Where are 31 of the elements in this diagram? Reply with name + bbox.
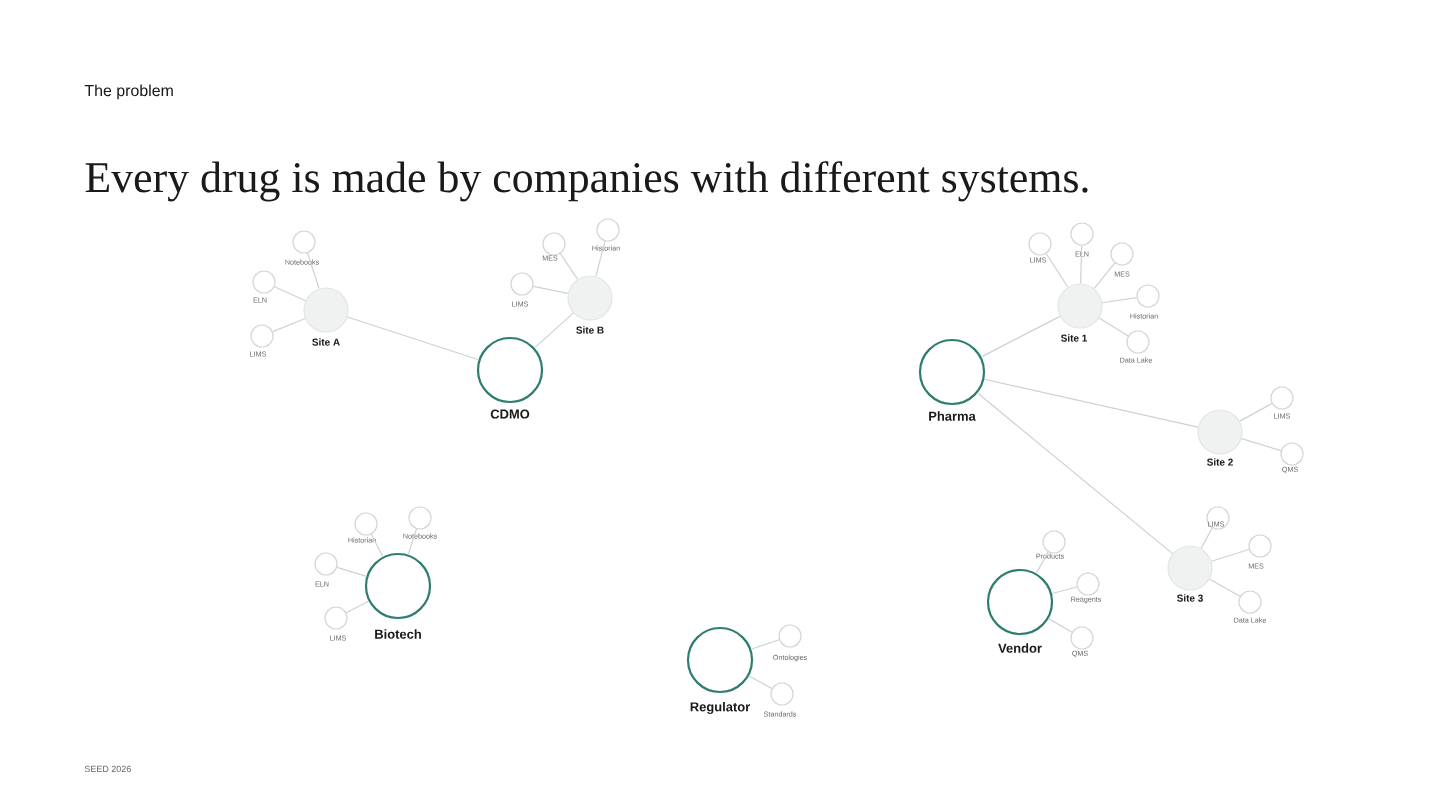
connector-line (595, 240, 606, 277)
connector-line (1045, 253, 1069, 288)
connector-line (1080, 245, 1083, 285)
connector-line (559, 253, 579, 280)
connector-line (336, 566, 367, 577)
connector-line (346, 316, 480, 361)
connector-line (273, 286, 307, 302)
connector-line (1035, 551, 1049, 574)
connector-line (532, 285, 569, 295)
connector-line (1048, 618, 1073, 633)
connector-line (345, 600, 370, 614)
connector-line (272, 317, 306, 333)
connector-line (983, 378, 1199, 428)
connector-line (1093, 262, 1116, 290)
connector-line (1210, 548, 1250, 562)
connector-line (748, 675, 773, 690)
connector-line (306, 252, 320, 290)
connector-line (1209, 578, 1241, 597)
connector-line (1051, 586, 1078, 595)
connector-line (980, 315, 1061, 358)
slide-title: Every drug is made by companies with different systems. (85, 161, 1088, 202)
connector-line (1200, 527, 1213, 549)
connector-line (1241, 438, 1282, 452)
connector-line (1101, 297, 1138, 304)
connector-line (976, 392, 1174, 555)
connector-line (407, 528, 418, 556)
connector-line (750, 639, 780, 650)
connector-line (1098, 317, 1129, 337)
connector-line (534, 312, 574, 349)
connector-line (370, 533, 384, 558)
connector-line (1239, 403, 1273, 422)
